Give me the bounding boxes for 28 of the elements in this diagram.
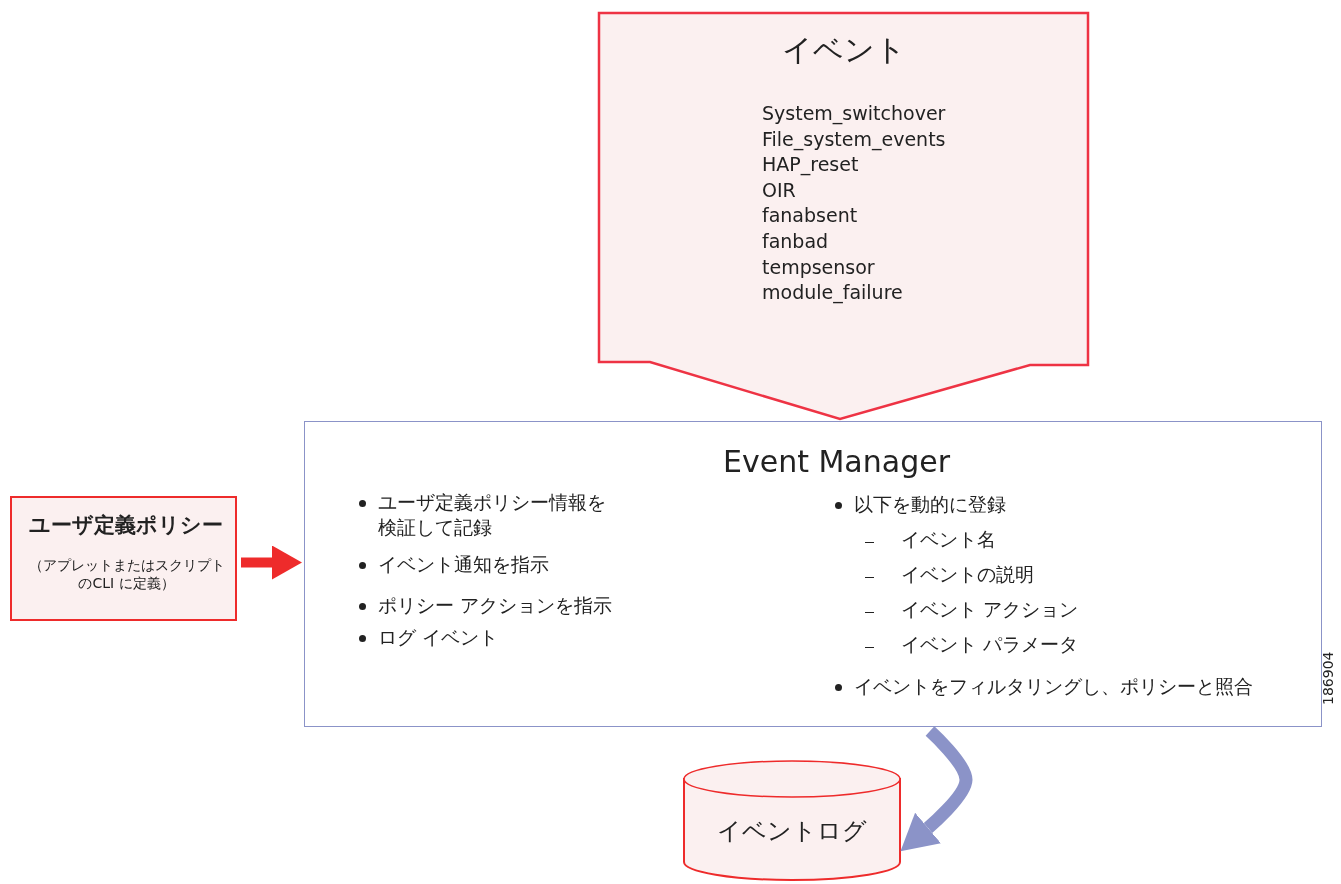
- box-note: （アプレットまたはスクリプトのCLI に定義）: [27, 556, 226, 593]
- box-heading: ユーザ定義ポリシー: [27, 512, 224, 539]
- event-name: tempsensor: [762, 255, 875, 278]
- bullet-text: ユーザ定義ポリシー情報を検証して記録: [378, 490, 607, 540]
- event-name: module_failure: [762, 281, 903, 304]
- figure-id: 186904: [1320, 651, 1336, 705]
- sub-item-text: イベントの説明: [901, 562, 1034, 587]
- manager-box: [304, 421, 1322, 727]
- policy-box: [10, 496, 237, 621]
- box-heading: イベント: [780, 31, 907, 69]
- sub-item-text: イベント アクション: [901, 597, 1079, 622]
- event-name: fanbad: [762, 230, 829, 252]
- curved-arrow: [900, 726, 973, 852]
- event-name: fanabsent: [762, 204, 858, 227]
- bullet-text: イベントをフィルタリングし、ポリシーと照合: [854, 674, 1253, 699]
- event-name: HAP_reset: [762, 153, 859, 176]
- event-name: OIR: [762, 178, 796, 201]
- bullet-text: 以下を動的に登録: [854, 492, 1006, 517]
- sub-item-text: イベント パラメータ: [901, 632, 1079, 657]
- sub-item-text: イベント名: [901, 527, 996, 552]
- bullet-text: ポリシー アクションを指示: [378, 593, 613, 618]
- bullet-text: イベント通知を指示: [378, 552, 549, 577]
- bullet-text: ログ イベント: [378, 625, 499, 650]
- box-heading: Event Manager: [722, 444, 951, 479]
- event-name: File_system_events: [762, 127, 946, 150]
- arrow: [241, 545, 302, 580]
- box-label: イベントログ: [716, 816, 868, 847]
- event-name: System_switchover: [762, 102, 946, 124]
